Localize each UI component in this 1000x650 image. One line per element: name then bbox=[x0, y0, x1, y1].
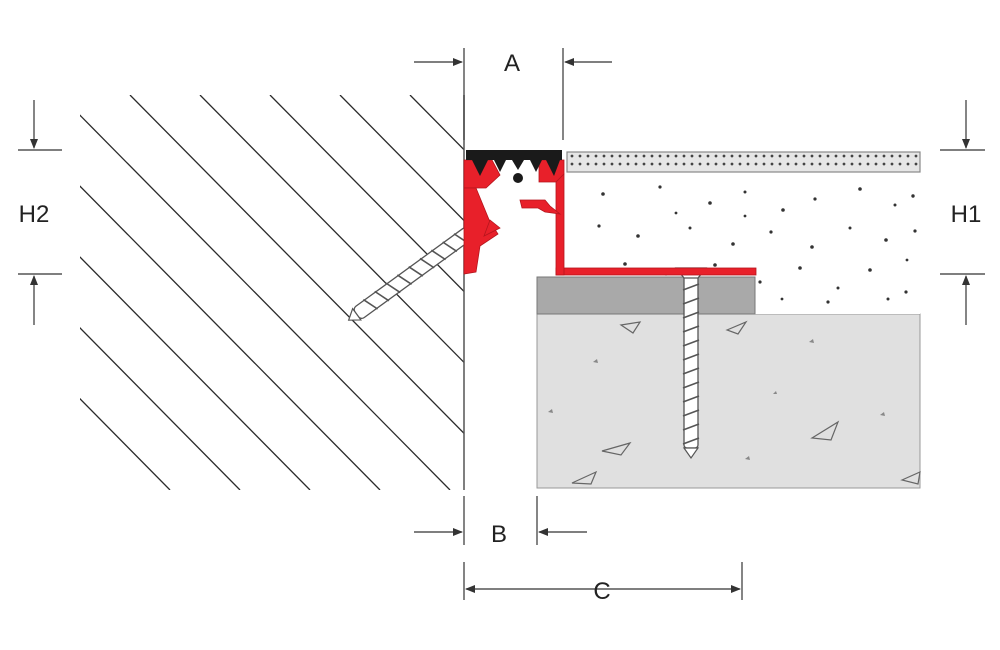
dimension-c bbox=[463, 562, 743, 600]
rubber-insert bbox=[466, 150, 562, 183]
dimension-a-label: A bbox=[504, 50, 520, 77]
floor-tile bbox=[566, 151, 921, 173]
dimension-h1-label: H1 bbox=[951, 201, 982, 228]
bedding-strip bbox=[536, 276, 756, 315]
dimension-c-label: C bbox=[593, 578, 610, 605]
wall-anchor-screw bbox=[347, 227, 474, 321]
dimension-b-label: B bbox=[491, 521, 507, 548]
dimension-a bbox=[414, 48, 612, 140]
dimension-h2-label: H2 bbox=[19, 201, 50, 228]
dimension-h1 bbox=[940, 100, 985, 325]
concrete-base-slab bbox=[536, 313, 921, 489]
dimension-b bbox=[414, 496, 587, 545]
dimension-h2 bbox=[18, 100, 62, 325]
